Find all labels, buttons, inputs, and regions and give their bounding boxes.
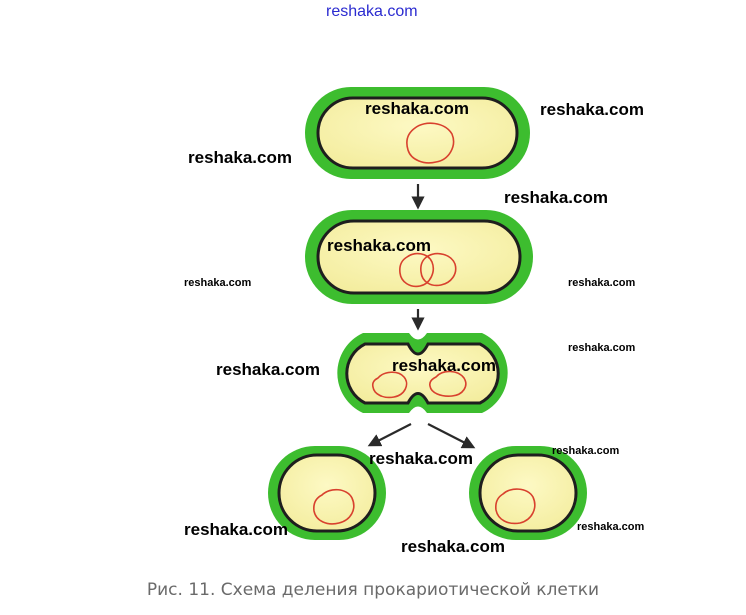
watermark-text: reshaka.com [188, 148, 292, 167]
watermark-text: reshaka.com [392, 356, 496, 375]
arrow-down-right-icon [427, 423, 476, 449]
watermark-text: reshaka.com [184, 277, 252, 289]
watermark-text: reshaka.com [568, 342, 636, 354]
cell-dna-replication [305, 210, 533, 304]
cell-membrane [316, 96, 519, 170]
watermark-text: reshaka.com [216, 360, 320, 379]
dna-nucleoid-left [371, 371, 408, 399]
watermark-text: reshaka.com [540, 100, 644, 119]
watermark-text: reshaka.com [401, 537, 505, 556]
dna-nucleoid [406, 122, 455, 164]
watermark-text: reshaka.com [184, 520, 288, 539]
dna-nucleoid-left [399, 252, 435, 288]
watermark-text: reshaka.com [552, 445, 620, 457]
watermark-text: reshaka.com [568, 277, 636, 289]
dna-nucleoid-right [420, 252, 457, 287]
dna-nucleoid [495, 488, 536, 525]
watermark-text: reshaka.com [365, 99, 469, 118]
watermark-text: reshaka.com [504, 188, 608, 207]
watermark-text: reshaka.com [327, 236, 431, 255]
cell-membrane [345, 342, 500, 405]
arrow-down-left-icon [367, 423, 412, 447]
cell-initial [305, 87, 530, 179]
watermark-text: reshaka.com [369, 449, 473, 468]
dna-nucleoid-right [429, 370, 467, 397]
daughter-cell-right [469, 446, 587, 540]
watermark-text: reshaka.com [577, 521, 645, 533]
cell-septum-forming [337, 333, 508, 413]
dna-nucleoid [313, 488, 355, 525]
cell-membrane [316, 219, 522, 295]
watermark-text: reshaka.com [326, 3, 418, 20]
cell-membrane [478, 453, 578, 533]
cell-membrane [277, 453, 377, 533]
figure-caption: Рис. 11. Схема деления прокариотической … [146, 580, 600, 600]
daughter-cell-left [268, 446, 386, 540]
